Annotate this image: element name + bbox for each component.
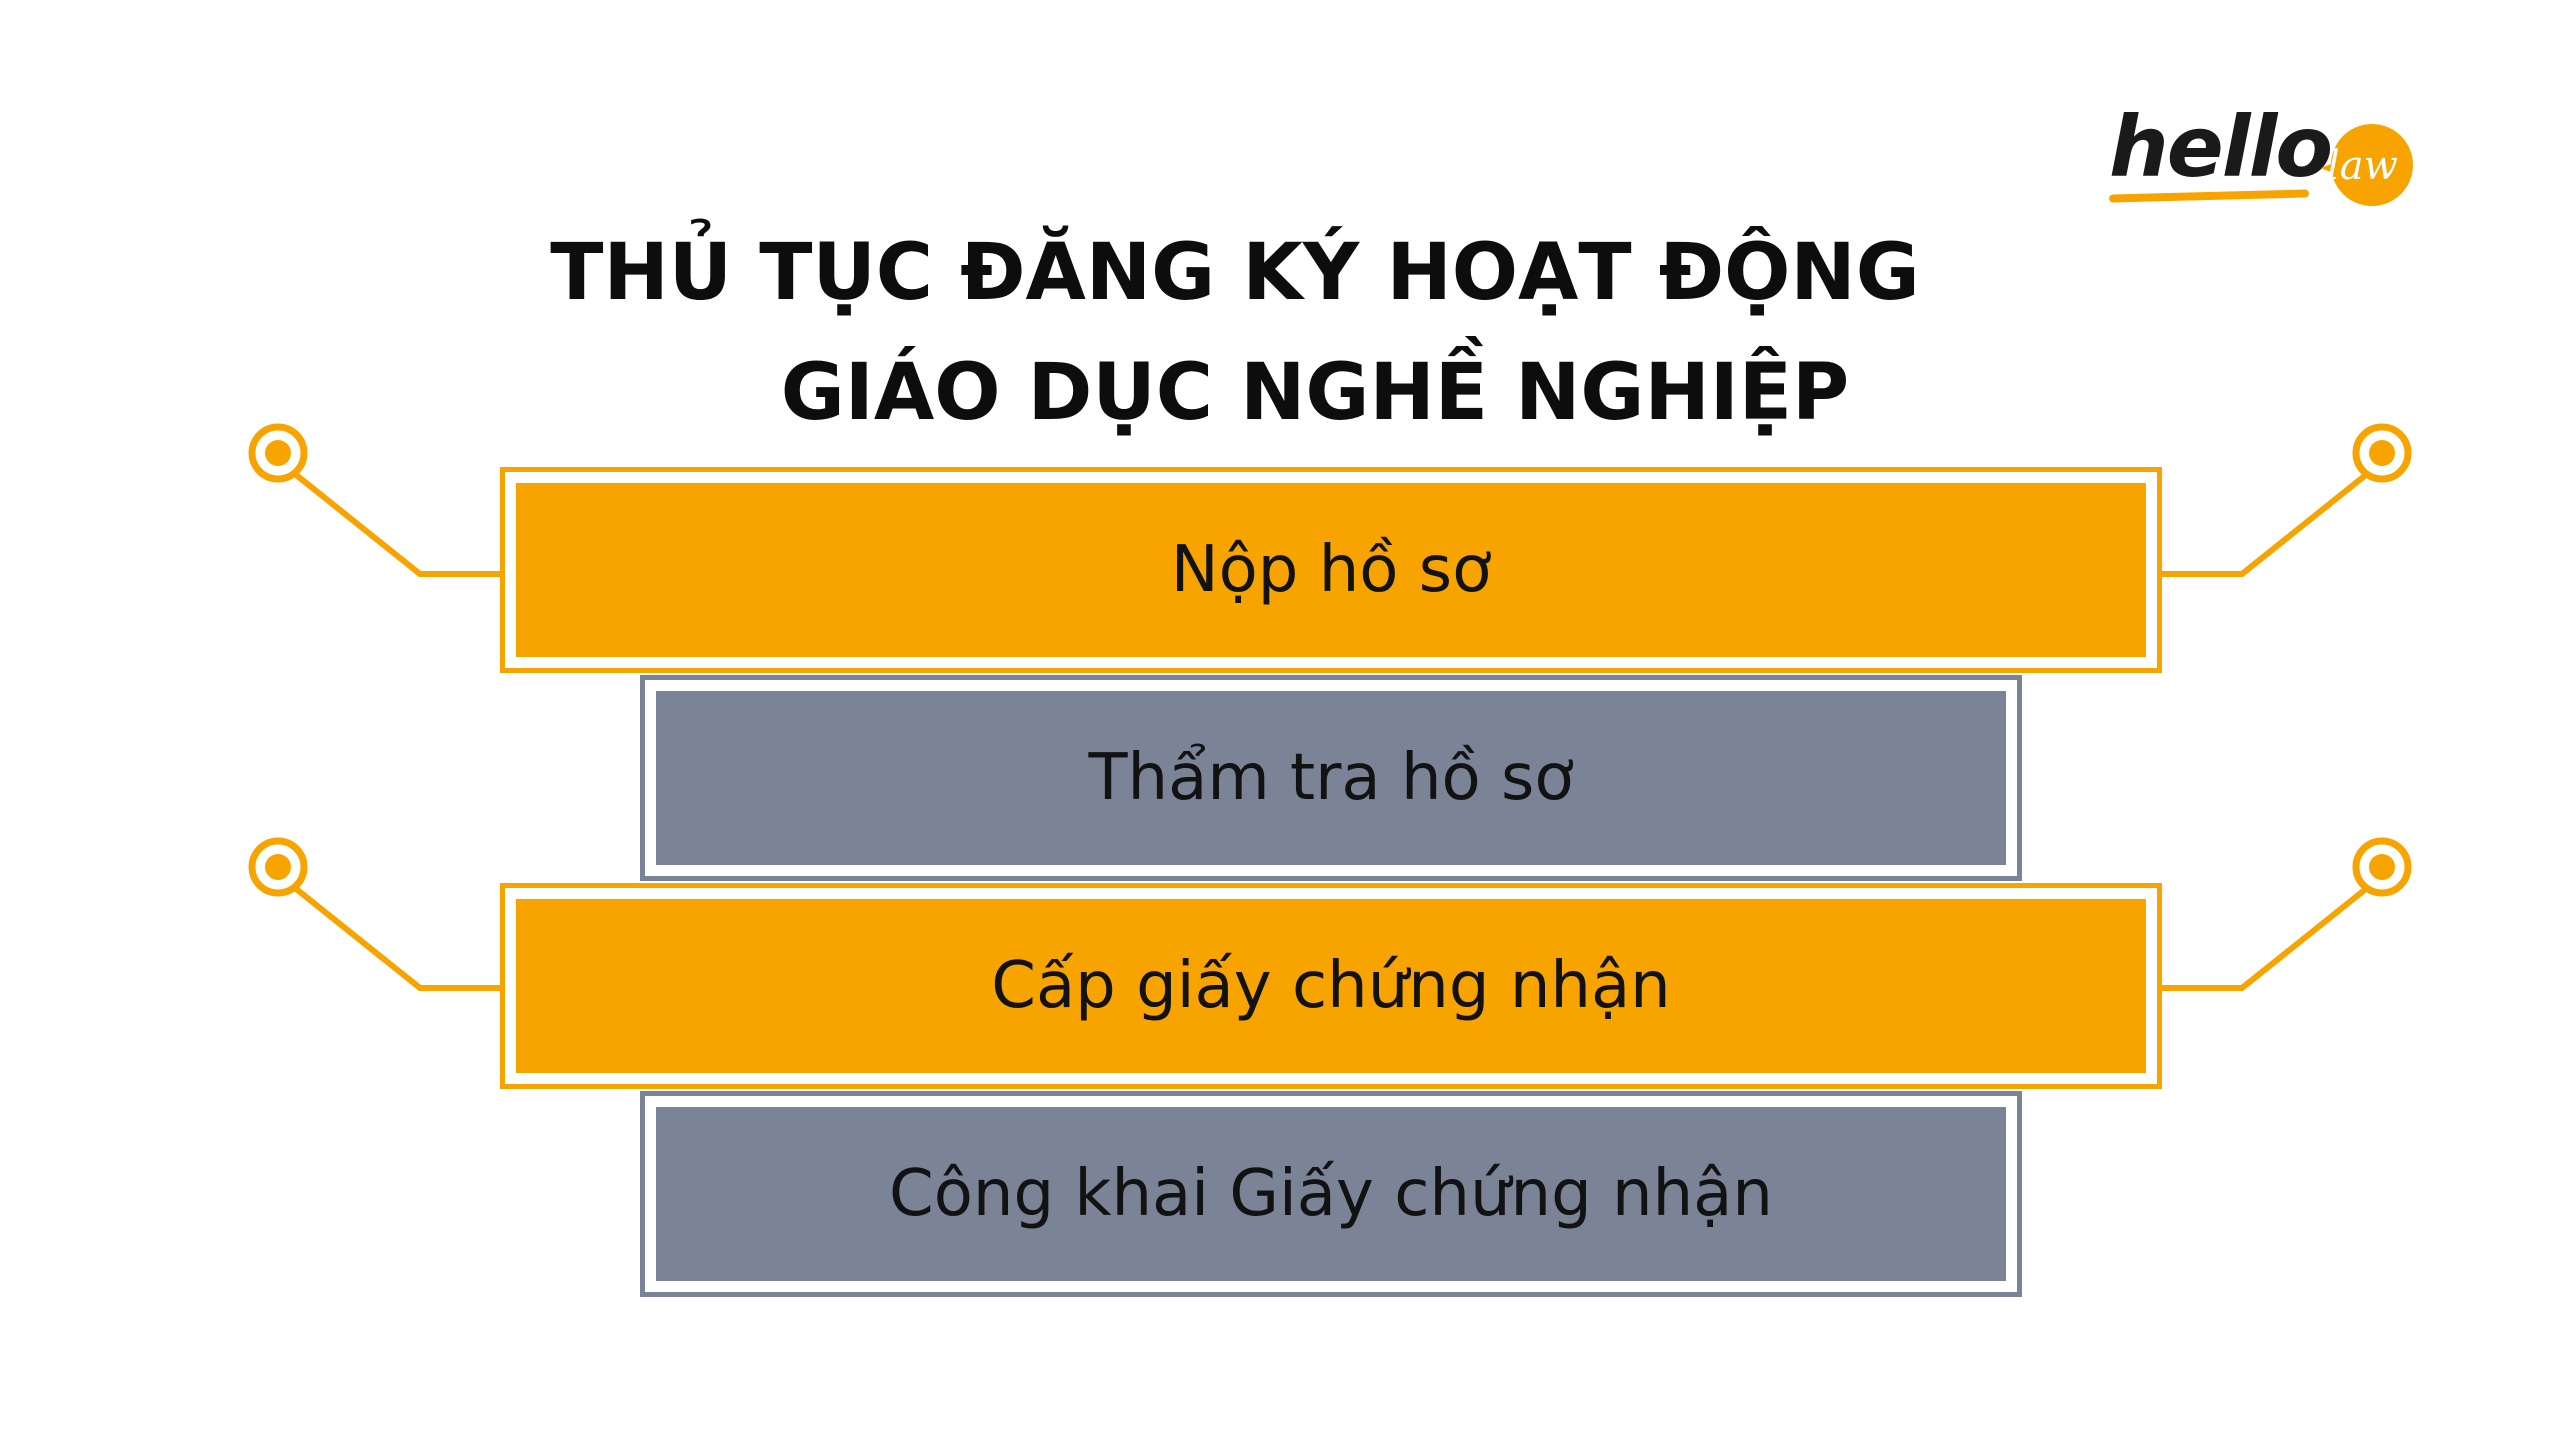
connector-left-3 [288,881,500,991]
node-dots [248,423,2412,897]
step-label: Nộp hồ sơ [516,483,2146,657]
speech-bubble-icon [2321,124,2413,206]
logo-wordmark: hello [2109,98,2333,196]
step-frame [500,883,2162,1089]
step-label: Cấp giấy chứng nhận [516,899,2146,1073]
logo-badge-text: law [2327,143,2398,189]
connector-left-1 [288,467,500,577]
connector-right-3 [2162,881,2374,991]
hellolaw-logo: hello law [2105,92,2425,212]
step-frame [640,675,2022,881]
step-label: Thẩm tra hồ sơ [656,691,2006,865]
step-frame [500,467,2162,673]
step-frame [640,1091,2022,1297]
page-title-line-2: GIÁO DỤC NGHỀ NGHIỆP [780,348,1850,438]
connector-right-1 [2162,467,2374,577]
page-title-line-1: THỦ TỤC ĐĂNG KÝ HOẠT ĐỘNG [550,228,1920,318]
step-label: Công khai Giấy chứng nhận [656,1107,2006,1281]
